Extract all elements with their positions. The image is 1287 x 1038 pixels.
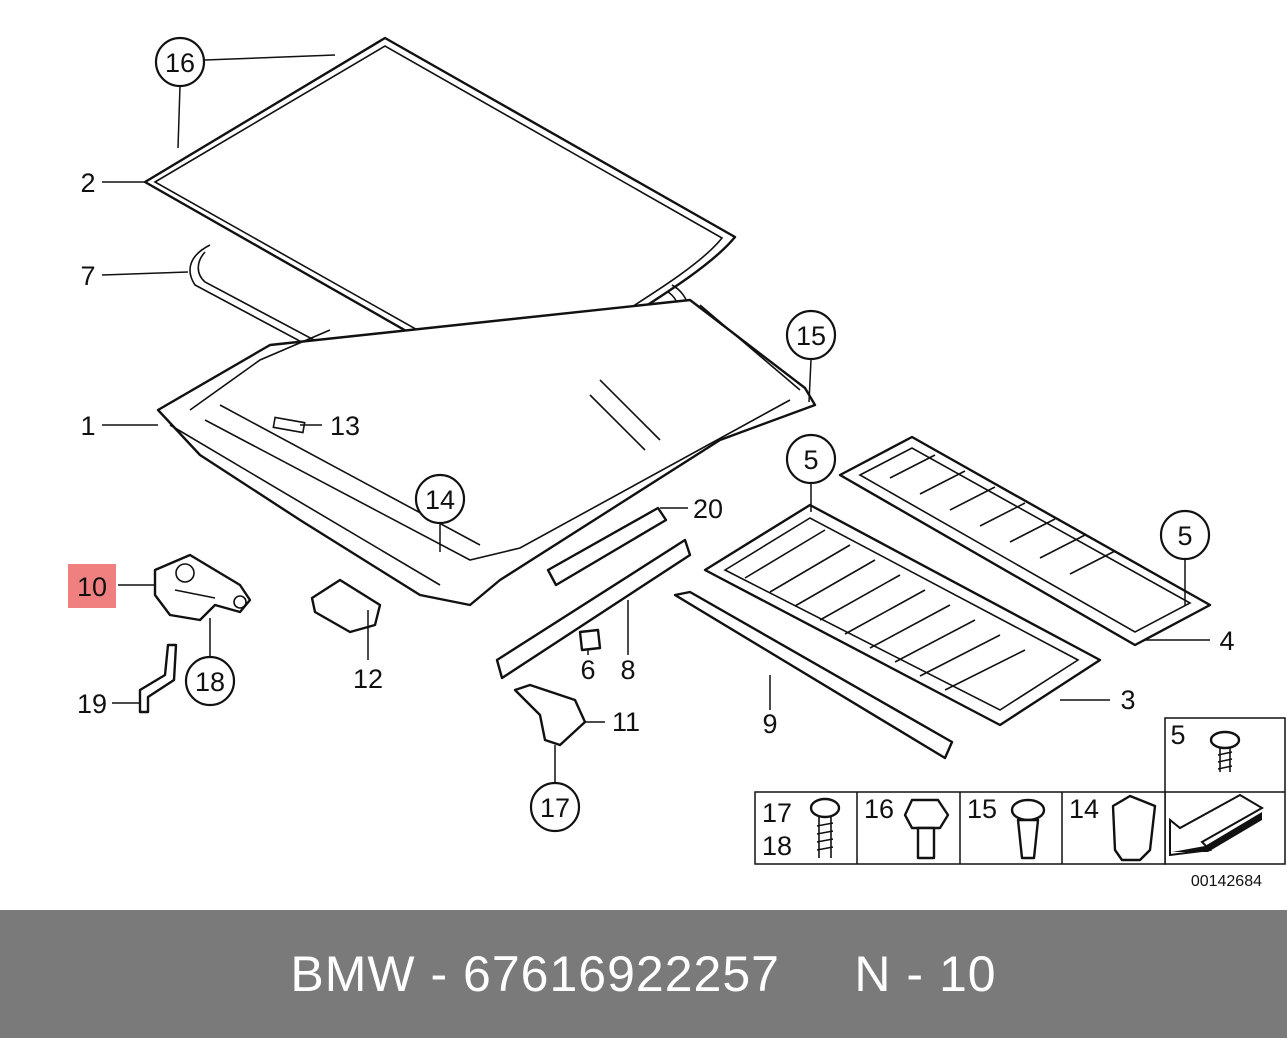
label-18: 18	[195, 667, 225, 697]
label-2: 2	[80, 168, 95, 198]
part-20-strip	[546, 506, 668, 587]
fastener-legend: 5 17 18 16 15 14	[754, 717, 1286, 890]
footer-dash-2: -	[906, 946, 925, 1002]
legend-label-15: 15	[967, 794, 997, 824]
label-19: 19	[77, 689, 107, 719]
legend-label-14: 14	[1069, 794, 1099, 824]
footer-part-number: 67616922257	[463, 946, 780, 1002]
direction-arrow-icon	[1169, 793, 1264, 857]
label-12: 12	[353, 664, 383, 694]
label-13: 13	[330, 411, 360, 441]
part-11-bracket	[513, 683, 587, 747]
legend-label-17: 17	[762, 798, 792, 828]
part-6-clip	[578, 628, 602, 652]
label-20: 20	[693, 494, 723, 524]
part-1-frame	[156, 298, 817, 607]
screw-15-icon	[1010, 798, 1046, 860]
label-17: 17	[540, 793, 570, 823]
part-3-sunshade-panel	[703, 503, 1102, 727]
footer-caption: BMW - 67616922257 N - 10	[290, 945, 996, 1003]
label-6: 6	[580, 655, 595, 685]
legend-label-18: 18	[762, 831, 792, 861]
exploded-parts-diagram: 16 2 7 1 13 14 15 20 5 5 4 3 9 8 6 11 17…	[68, 36, 1286, 890]
drawing-number: 00142684	[1191, 873, 1262, 890]
part-12-control-unit	[310, 578, 382, 634]
highlight-box-10	[68, 564, 116, 608]
screw-16-icon	[903, 798, 950, 860]
footer-position-code: N	[854, 946, 892, 1002]
label-14: 14	[425, 485, 455, 515]
screw-17-18-icon	[809, 797, 841, 858]
legend-label-16: 16	[864, 794, 894, 824]
label-9: 9	[762, 709, 777, 739]
callout-circles	[154, 36, 1211, 833]
part-9-rail	[673, 590, 954, 760]
label-10: 10	[77, 572, 107, 602]
footer-brand: BMW	[290, 946, 416, 1002]
leader-lines	[101, 54, 1210, 782]
label-1: 1	[80, 411, 95, 441]
part-labels: 16 2 7 1 13 14 15 20 5 5 4 3 9 8 6 11 17…	[77, 48, 1235, 823]
label-16: 16	[165, 48, 195, 78]
footer-bar: BMW - 67616922257 N - 10	[0, 910, 1287, 1038]
part-8-rail	[495, 538, 692, 680]
legend-label-5: 5	[1170, 720, 1185, 750]
screw-5-icon	[1209, 730, 1241, 772]
part-19-crank-key	[138, 643, 178, 714]
label-4: 4	[1219, 626, 1234, 656]
label-8: 8	[620, 655, 635, 685]
clip-14-icon	[1111, 794, 1157, 862]
label-5-front: 5	[803, 445, 818, 475]
part-4-sunshade-panel	[838, 435, 1212, 647]
label-7: 7	[80, 261, 95, 291]
footer-dash-1: -	[430, 946, 449, 1002]
part-10-motor	[153, 553, 252, 622]
label-3: 3	[1120, 685, 1135, 715]
label-5-rear: 5	[1177, 521, 1192, 551]
label-15: 15	[796, 321, 826, 351]
label-11: 11	[612, 707, 640, 737]
footer-position-number: 10	[938, 946, 997, 1002]
